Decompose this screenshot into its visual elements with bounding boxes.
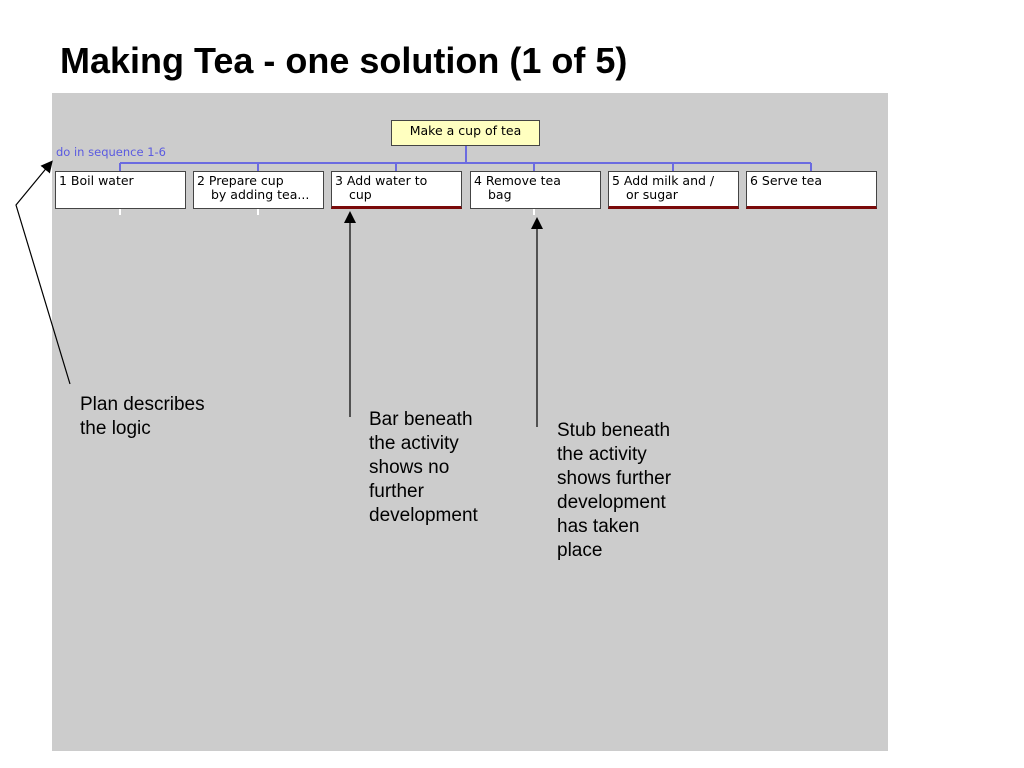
task-3-label-line2: cup [349, 187, 372, 202]
task-2-label-line1: 2 Prepare cup [197, 173, 284, 188]
task-node-1[interactable]: 1 Boil water [55, 171, 186, 209]
task-node-5[interactable]: 5 Add milk and / or sugar [608, 171, 739, 209]
task-1-label-line1: 1 Boil water [59, 173, 134, 188]
task-node-2[interactable]: 2 Prepare cup by adding tea... [193, 171, 324, 209]
slide-title: Making Tea - one solution (1 of 5) [60, 40, 628, 81]
stub-task-4 [533, 209, 535, 215]
task-3-label-line1: 3 Add water to [335, 173, 428, 188]
root-task-label: Make a cup of tea [409, 123, 522, 138]
stub-annotation: Stub beneath the activity shows further … [557, 420, 672, 561]
plan-annotation: Plan describes the logic [80, 394, 205, 439]
plan-arrow [15, 160, 71, 385]
task-node-4[interactable]: 4 Remove tea bag [470, 171, 601, 209]
task-node-3[interactable]: 3 Add water to cup [331, 171, 462, 209]
plan-label: do in sequence 1-6 [56, 145, 166, 159]
task-4-label-line2: bag [488, 187, 512, 202]
task-5-label-line2: or sugar [626, 187, 678, 202]
task-2-label-line2: by adding tea... [211, 187, 310, 202]
stub-task-1 [119, 209, 121, 215]
bar-annotation: Bar beneath the activity shows no furthe… [369, 409, 478, 526]
stub-task-2 [257, 209, 259, 215]
task-node-6[interactable]: 6 Serve tea [746, 171, 877, 209]
task-6-label-line1: 6 Serve tea [750, 173, 823, 188]
task-4-label-line1: 4 Remove tea [474, 173, 561, 188]
root-task-node[interactable]: Make a cup of tea [391, 120, 540, 146]
task-5-label-line1: 5 Add milk and / [612, 173, 715, 188]
